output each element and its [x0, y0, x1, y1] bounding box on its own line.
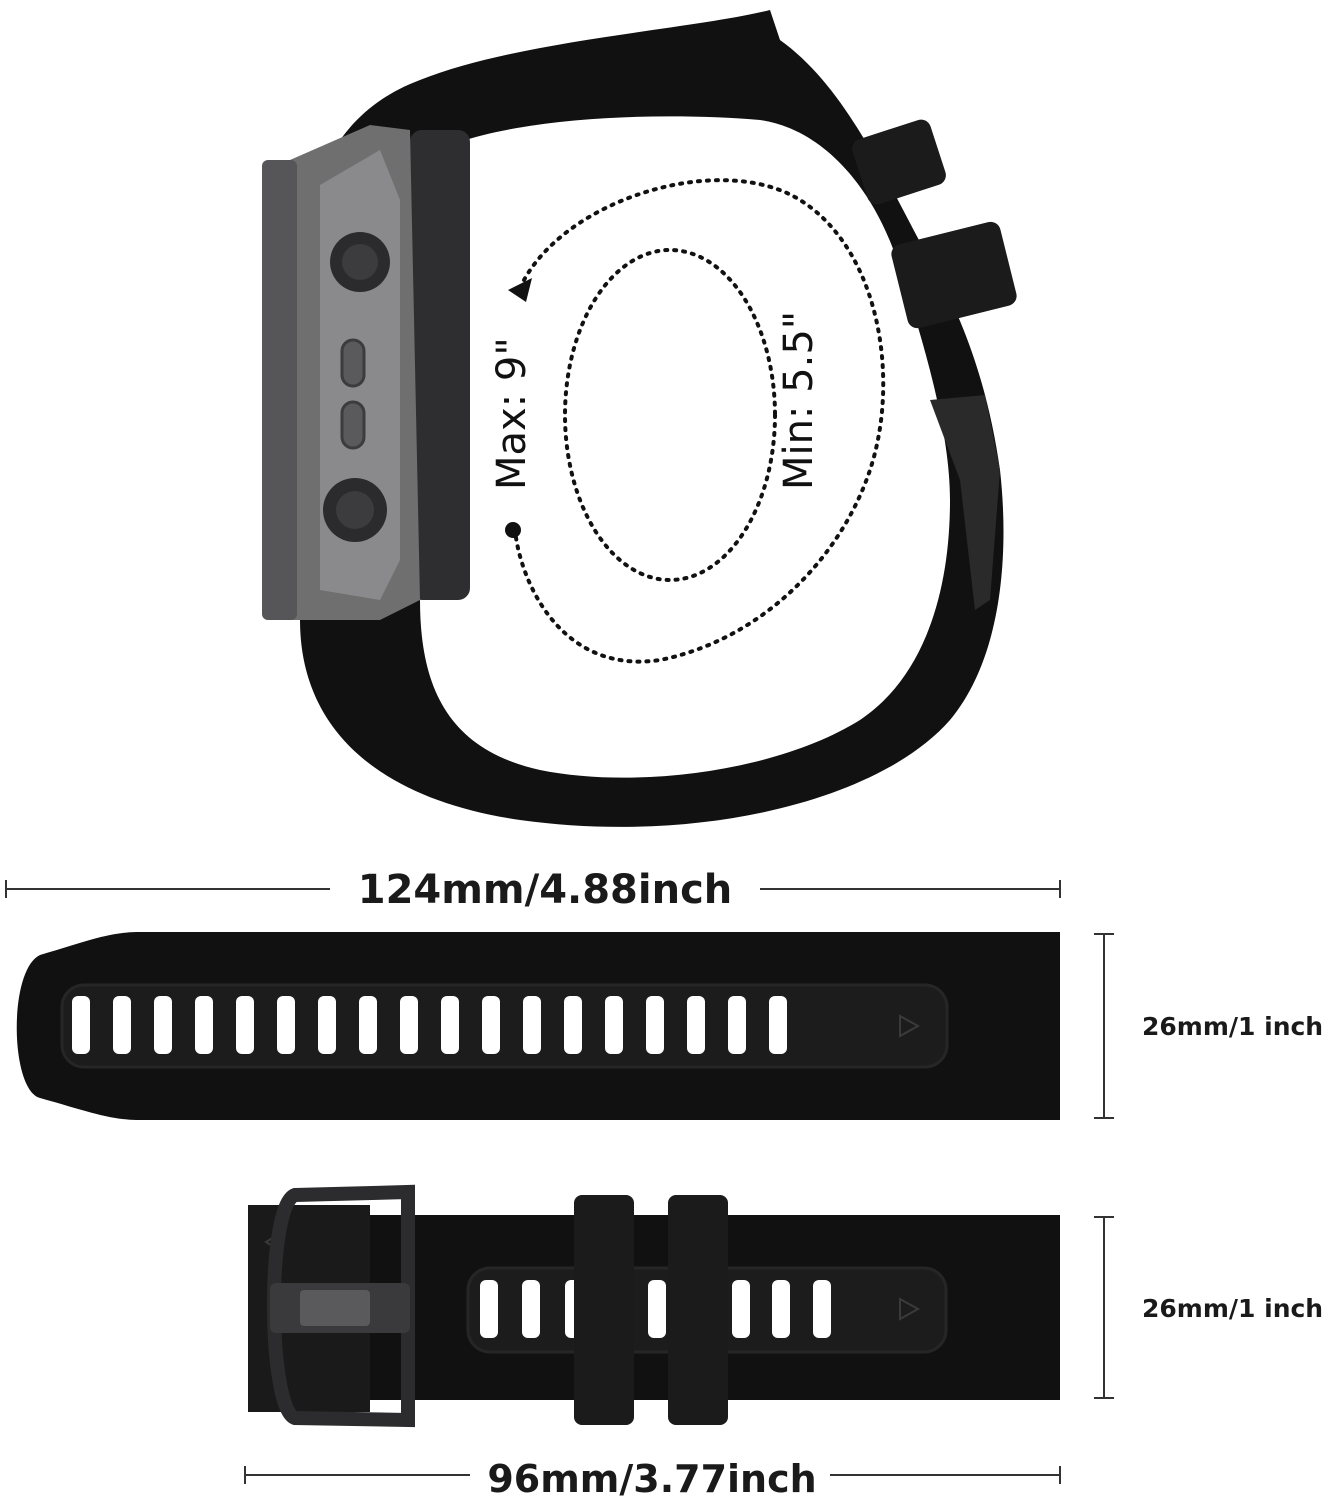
long-strap-hole — [318, 996, 336, 1054]
buckle-frame — [267, 1184, 415, 1428]
max-size-label: Max: 9" — [489, 337, 535, 490]
long-strap-section: 124mm/4.88inch 26mm/1 inch — [5, 867, 1323, 1120]
watch-bezel — [262, 160, 297, 620]
long-strap-hole — [523, 996, 541, 1054]
long-strap-hole — [236, 996, 254, 1054]
long-strap-holes — [72, 996, 787, 1054]
long-strap-hole — [564, 996, 582, 1054]
min-size-label: Min: 5.5" — [776, 311, 822, 490]
long-strap-hole — [359, 996, 377, 1054]
strap-inner-space — [420, 116, 950, 778]
long-strap-hole — [72, 996, 90, 1054]
long-strap-hole — [605, 996, 623, 1054]
long-strap-hole — [113, 996, 131, 1054]
short-strap-hole — [732, 1280, 750, 1338]
short-keeper-left — [574, 1195, 634, 1425]
strap-keeper-lower — [891, 221, 1017, 329]
long-strap-hole — [195, 996, 213, 1054]
long-strap-hole — [769, 996, 787, 1054]
side-pusher-top — [340, 338, 366, 388]
long-strap-hole — [687, 996, 705, 1054]
short-strap-arrow-icon — [899, 1297, 921, 1321]
short-strap-hole — [648, 1280, 666, 1338]
short-strap-hole — [772, 1280, 790, 1338]
short-strap-holes — [480, 1280, 831, 1338]
long-strap-hole — [441, 996, 459, 1054]
short-strap-section: 26mm/1 inch 96mm/3.77inch — [244, 1184, 1323, 1500]
strap-keeper-upper — [852, 119, 946, 205]
short-width-label: 26mm/1 inch — [1142, 1294, 1323, 1323]
crown-button-bottom-face — [336, 491, 374, 529]
long-strap-groove — [60, 983, 949, 1069]
watch-case-back — [410, 130, 470, 600]
short-strap-hole — [522, 1280, 540, 1338]
long-width-label: 26mm/1 inch — [1142, 1012, 1323, 1041]
long-strap-hole — [154, 996, 172, 1054]
long-strap-hole — [646, 996, 664, 1054]
long-strap-hole — [277, 996, 295, 1054]
watch-assembly — [262, 10, 1017, 827]
buckle-tip — [930, 395, 1000, 610]
arrow-head-icon — [508, 278, 532, 302]
buckle-prong-highlight — [300, 1290, 370, 1326]
crown-button-top-face — [342, 244, 378, 280]
long-strap-hole — [482, 996, 500, 1054]
short-length-label: 96mm/3.77inch — [487, 1457, 816, 1500]
wrist-size-indicator: Max: 9" Min: 5.5" — [489, 178, 886, 664]
long-strap-hole — [728, 996, 746, 1054]
short-strap-hole — [813, 1280, 831, 1338]
start-dot — [505, 522, 521, 538]
min-size-dotted-ellipse — [563, 248, 777, 582]
short-strap-hole — [480, 1280, 498, 1338]
max-size-dotted-arc — [513, 178, 886, 664]
long-strap-arrow-icon — [899, 1014, 921, 1038]
long-strap-hole — [400, 996, 418, 1054]
short-keeper-right — [668, 1195, 728, 1425]
side-pusher-bottom — [340, 400, 366, 450]
long-length-label: 124mm/4.88inch — [358, 867, 733, 913]
